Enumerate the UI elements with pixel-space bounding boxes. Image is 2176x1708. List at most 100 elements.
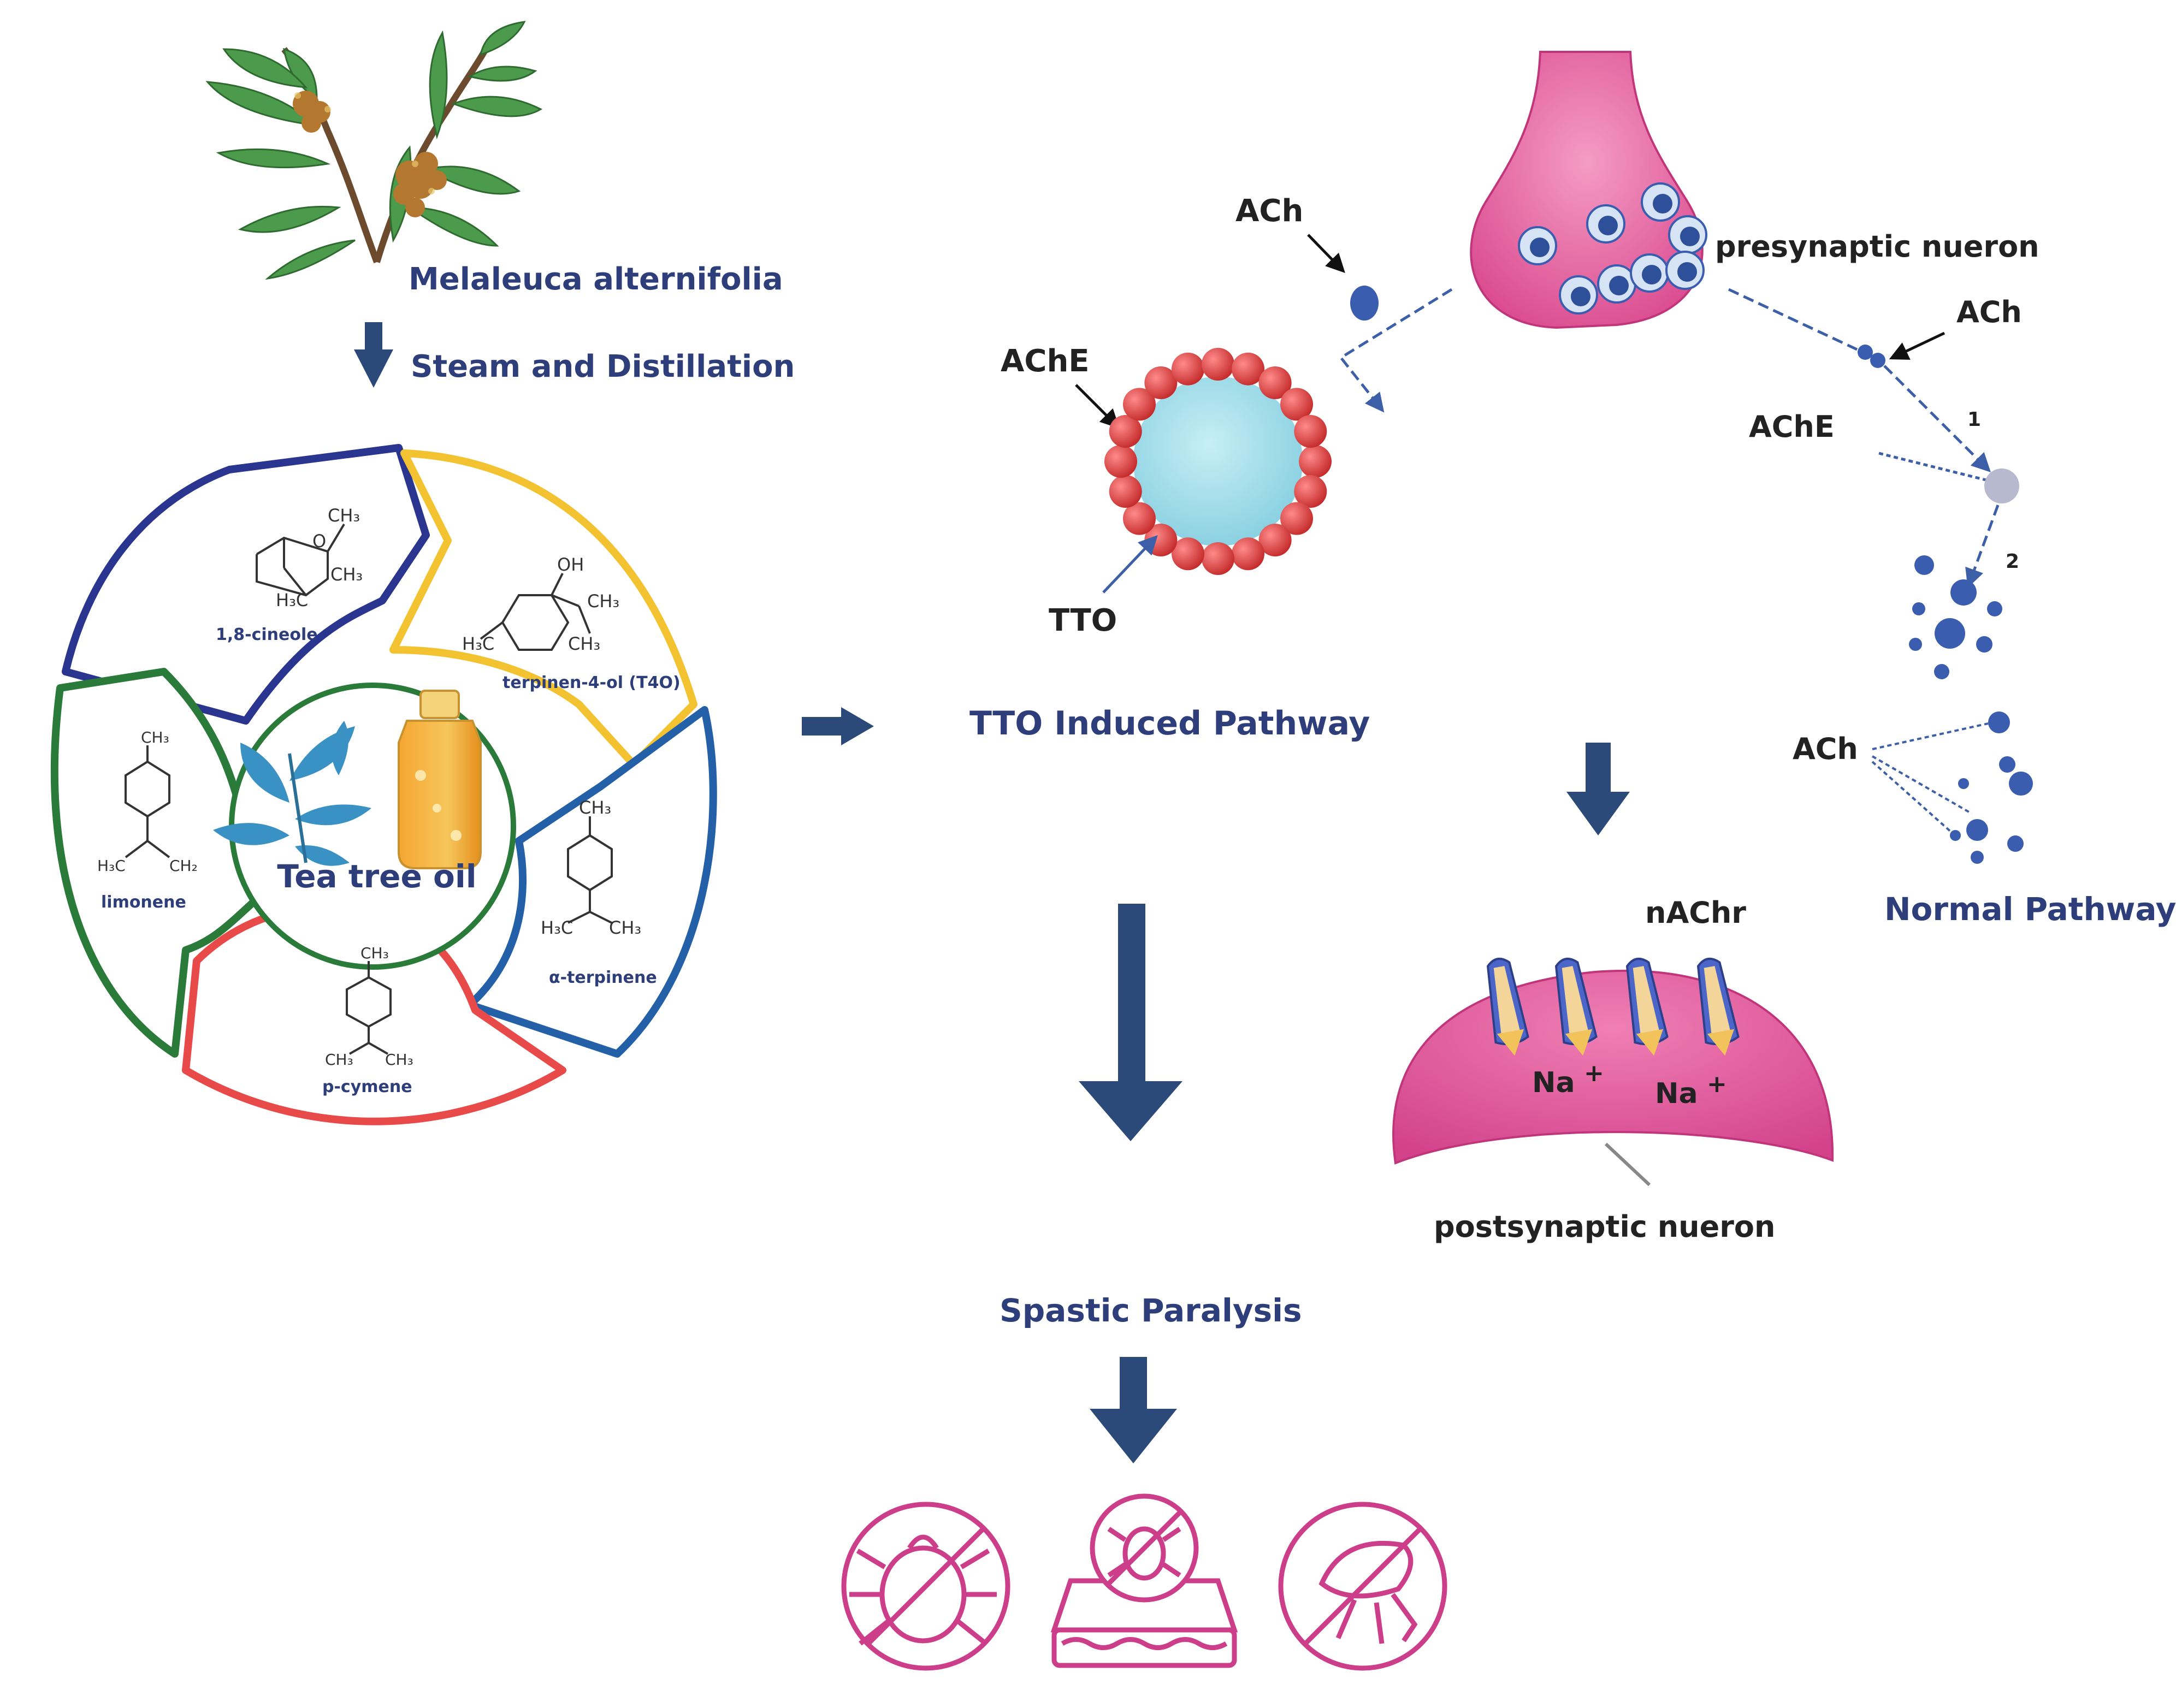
ache-dot <box>1280 502 1314 535</box>
dotted-line <box>1878 452 1989 482</box>
normal-ach-top-label: ACh <box>1956 295 2022 329</box>
melaleuca-plant-icon <box>205 21 543 280</box>
ache-dot <box>1171 352 1204 386</box>
chem-label: CH₃ <box>328 505 360 526</box>
pointer-arrow <box>1102 535 1158 594</box>
ache-dot <box>1299 445 1332 478</box>
nachr-receptor <box>1554 957 1598 1056</box>
pointer-arrow <box>1889 331 1946 360</box>
pointer-arrow <box>1307 234 1345 274</box>
segment-t4o <box>389 449 697 768</box>
segment-limonene <box>50 668 277 1058</box>
vesicle <box>1665 251 1705 290</box>
ache-dot <box>1109 414 1142 448</box>
tto-pathway-title: TTO Induced Pathway <box>969 704 1370 743</box>
ach-molecule <box>1870 353 1885 368</box>
ache-dot <box>1171 537 1204 571</box>
chem-label: H₃C <box>276 590 308 610</box>
ache-dot <box>1258 366 1292 399</box>
chem-label: O <box>312 531 326 551</box>
ach-fragment <box>1987 601 2002 616</box>
process-label: Steam and Distillation <box>411 349 795 384</box>
step-2-label: 2 <box>2006 550 2019 573</box>
vesicle <box>1630 253 1669 293</box>
nachr-receptor <box>1696 957 1740 1056</box>
tea-leaf-icon <box>213 721 371 866</box>
down-arrow-icon <box>1079 904 1182 1141</box>
cineole-structure-icon <box>256 523 345 597</box>
ache-dot <box>1232 537 1265 571</box>
aterpinene-structure-icon <box>567 816 613 924</box>
ach-fragment <box>1950 579 1977 606</box>
compound-label-t4o: terpinen-4-ol (T4O) <box>502 673 681 692</box>
segment-cineole <box>62 444 430 725</box>
ach-fragment <box>1976 636 1992 653</box>
ach-molecule <box>1350 286 1379 321</box>
down-arrow-icon <box>1090 1357 1177 1463</box>
tto-micelle <box>1104 348 1332 575</box>
chem-label: CH₃ <box>568 633 600 654</box>
chem-label: OH <box>557 554 584 575</box>
tto-ache-label: AChE <box>1001 343 1090 379</box>
dashed-arrow <box>1965 505 2000 588</box>
ache-dot <box>1122 502 1156 535</box>
ache-enzyme <box>1984 468 2019 503</box>
presynaptic-label: presynaptic nueron <box>1715 229 2039 264</box>
compound-label-cineole: 1,8-cineole <box>216 625 318 644</box>
down-arrow-icon <box>1566 743 1630 835</box>
normal-pathway-title: Normal Pathway <box>1884 891 2176 928</box>
tto-label: TTO <box>1049 603 1117 638</box>
normal-ach-bottom-label: ACh <box>1793 732 1858 766</box>
ach-fragments <box>1909 555 2002 679</box>
na-right-label: Na <box>1655 1077 1698 1110</box>
vesicle <box>1641 182 1680 222</box>
chem-label: CH₃ <box>325 1051 353 1069</box>
dashed-arrow <box>1883 365 1991 472</box>
no-mite-icon <box>841 1502 1010 1671</box>
ache-dot <box>1294 475 1327 508</box>
vesicle <box>1518 226 1557 265</box>
chem-label: H₃C <box>541 917 573 938</box>
postsynaptic-neuron <box>1392 957 1834 1187</box>
ach-fragment <box>1912 602 1925 615</box>
ache-dot <box>1202 348 1234 381</box>
ache-dot <box>1202 542 1234 575</box>
chem-label: CH₂ <box>169 857 198 875</box>
no-bed-mite-icon <box>1050 1493 1238 1668</box>
compound-label-limonene: limonene <box>101 893 186 912</box>
chem-label: CH₃ <box>579 797 611 818</box>
nachr-receptor <box>1625 957 1669 1056</box>
chem-label: CH₃ <box>360 944 389 962</box>
tto-ach-label: ACh <box>1235 193 1303 229</box>
compound-label-pcymene: p-cymene <box>322 1077 412 1096</box>
center-label: Tea tree oil <box>277 858 476 895</box>
na-right-plus: + <box>1707 1070 1727 1098</box>
ache-dot <box>1232 352 1265 386</box>
ache-dot <box>1144 366 1178 399</box>
chem-label: CH₃ <box>587 591 619 612</box>
limonene-structure-icon <box>125 745 170 858</box>
ach-fragment <box>1914 555 1934 575</box>
ache-dot <box>1294 414 1327 448</box>
t4o-structure-icon <box>480 573 591 651</box>
vesicle <box>1668 215 1707 254</box>
chem-label: H₃C <box>462 633 494 654</box>
no-flea-icon <box>1278 1502 1447 1671</box>
ache-dot <box>1104 445 1137 478</box>
chem-label: H₃C <box>97 857 126 875</box>
vesicle <box>1586 204 1625 244</box>
segment-aterpinene <box>466 706 717 1058</box>
oil-bottle-icon <box>398 690 482 869</box>
nachr-receptor <box>1486 957 1529 1056</box>
ache-dot <box>1280 388 1314 421</box>
ach-molecules <box>1950 711 2033 864</box>
step-1-label: 1 <box>1967 408 1981 431</box>
ach-fragment <box>1934 664 1949 679</box>
presynaptic-neuron <box>1470 51 1707 329</box>
postsynaptic-label: postsynaptic nueron <box>1434 1209 1775 1244</box>
down-arrow-icon <box>354 322 393 388</box>
chem-label: CH₃ <box>385 1051 413 1069</box>
pointer-arrow <box>1075 384 1120 429</box>
compound-label-aterpinene: α-terpinene <box>549 968 657 987</box>
